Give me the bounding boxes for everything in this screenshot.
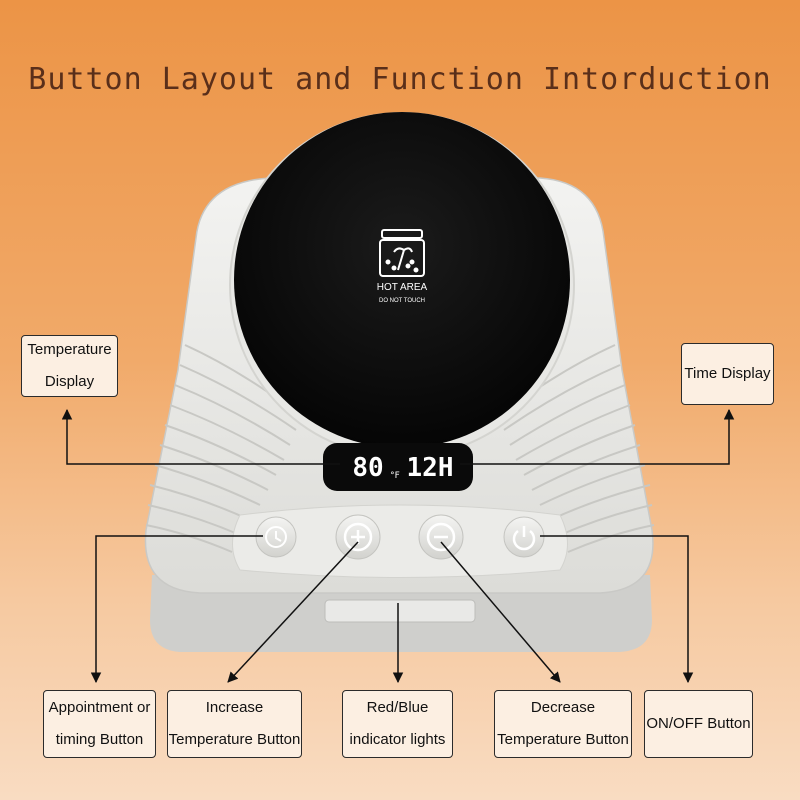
- connector-temperature-display: [61, 408, 340, 465]
- callout-decrease-button: Decrease Temperature Button: [494, 690, 632, 758]
- decrease-temperature-button[interactable]: [418, 514, 464, 560]
- led-display: [323, 443, 473, 491]
- onoff-button[interactable]: [503, 516, 545, 558]
- callout-connectors: [61, 408, 735, 684]
- connector-time-display: [460, 408, 735, 465]
- temperature-unit: °F: [390, 471, 400, 481]
- callout-temperature-display: Temperature Display: [21, 335, 118, 397]
- connector-increase: [227, 541, 359, 683]
- callout-indicator-lights: Red/Blue indicator lights: [342, 690, 453, 758]
- hot-area-warning: DO NOT TOUCH: [379, 298, 425, 304]
- connector-onoff: [540, 535, 694, 684]
- connector-decrease: [440, 541, 561, 683]
- time-readout: 12H: [407, 453, 454, 483]
- callout-time-display: Time Display: [681, 343, 774, 405]
- button-panel: [232, 504, 568, 578]
- callout-onoff-button: ON/OFF Button: [644, 690, 753, 758]
- minus-icon: [426, 522, 456, 552]
- page-title: Button Layout and Function Intorduction: [28, 62, 772, 97]
- power-icon: [512, 526, 536, 551]
- callout-appointment-button: Appointment or timing Button: [43, 690, 156, 758]
- indicator-light-slot: [324, 599, 476, 623]
- left-grip-texture: [145, 344, 301, 553]
- clock-icon: [265, 526, 287, 548]
- increase-temperature-button[interactable]: [335, 514, 381, 560]
- jar-icon: [379, 229, 425, 277]
- connector-appointment: [90, 535, 263, 684]
- heating-plate: [234, 112, 570, 448]
- hot-area-label: HOT AREA: [377, 282, 428, 293]
- callout-increase-button: Increase Temperature Button: [167, 690, 302, 758]
- temperature-readout: 80: [352, 453, 383, 483]
- plus-icon: [343, 522, 373, 552]
- appointment-button[interactable]: [255, 516, 297, 558]
